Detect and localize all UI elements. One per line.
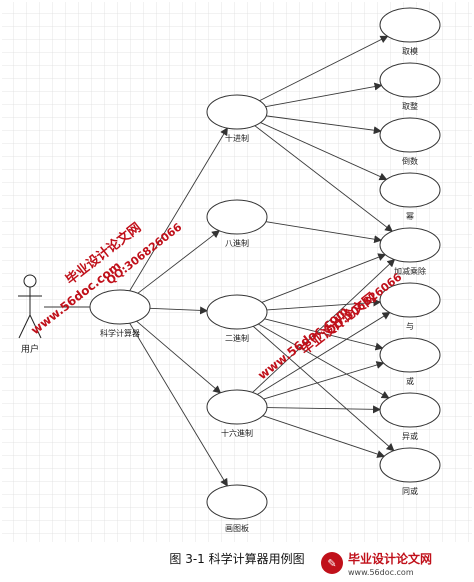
十六進制-to-与-link <box>257 312 391 395</box>
mode-node-2-ellipse <box>206 294 268 330</box>
operation-node-4-label: 加减乘除 <box>394 266 426 276</box>
actor-figure: 用户 <box>18 274 42 355</box>
system-to-十进制-link <box>129 127 228 292</box>
十六進制-to-同或-link <box>262 415 386 458</box>
system-to-二進制-link <box>149 306 209 315</box>
mode-node-1-label: 八進制 <box>225 238 249 248</box>
operation-node-1-ellipse <box>379 62 441 98</box>
system-to-画图板-link <box>129 322 228 487</box>
operation-node-4-ellipse <box>379 227 441 263</box>
operation-node-5-ellipse <box>379 282 441 318</box>
actor-head <box>23 274 37 288</box>
mode-node-1-ellipse <box>206 199 268 235</box>
operation-node-3-ellipse <box>379 172 441 208</box>
mode-node-0-label: 十进制 <box>225 133 249 143</box>
actor-left-leg <box>18 314 31 339</box>
logo-url: www.56doc.com <box>348 568 414 577</box>
system-to-八進制-link <box>137 230 220 294</box>
十进制-to-倒数-link <box>266 115 382 135</box>
svg-text:✎: ✎ <box>327 557 336 570</box>
mode-node-3-ellipse <box>206 389 268 425</box>
system-to-十六進制-link <box>136 320 222 394</box>
十六進制-to-加减乘除-link <box>252 258 396 393</box>
operation-node-0-label: 取模 <box>402 46 418 56</box>
connector-lines <box>44 35 396 487</box>
operation-node-8-ellipse <box>379 447 441 483</box>
十进制-to-加减乘除-link <box>254 125 393 232</box>
mode-node-2-label: 二進制 <box>225 333 249 343</box>
operation-node-3-label: 幂 <box>406 212 414 221</box>
二進制-to-异或-link <box>257 323 390 399</box>
figure-caption: 图 3-1 科学计算器用例图 <box>169 552 305 566</box>
十六進制-to-或-link <box>263 361 385 400</box>
actor-label: 用户 <box>21 343 39 355</box>
operation-node-6-ellipse <box>379 337 441 373</box>
operation-node-6-label: 或 <box>406 376 414 386</box>
operation-node-1-label: 取整 <box>402 101 418 111</box>
system-node-ellipse <box>89 289 151 325</box>
十进制-to-取整-link <box>265 82 383 108</box>
二進制-to-加减乘除-link <box>261 253 387 303</box>
mode-node-3-label: 十六進制 <box>221 428 253 438</box>
operation-node-7-label: 异或 <box>402 431 418 441</box>
operation-node-5-label: 与 <box>406 322 414 331</box>
operation-node-7-ellipse <box>379 392 441 428</box>
site-logo: ✎ 毕业设计论文网 www.56doc.com <box>321 551 432 577</box>
十六進制-to-异或-link <box>266 405 382 414</box>
二進制-to-与-link <box>266 298 382 311</box>
二進制-to-或-link <box>264 318 384 351</box>
system-node-label: 科学计算器 <box>100 328 140 338</box>
actor-right-leg <box>29 314 42 339</box>
operation-node-0-ellipse <box>379 7 441 43</box>
operation-node-8-label: 同或 <box>402 486 418 496</box>
十进制-to-取模-link <box>259 35 389 102</box>
二進制-to-同或-link <box>252 325 395 452</box>
mode-node-0-ellipse <box>206 94 268 130</box>
mode-node-4-ellipse <box>206 484 268 520</box>
十进制-to-幂-link <box>260 122 388 181</box>
mode-node-4-label: 画图板 <box>225 523 249 533</box>
八進制-to-加减乘除-link <box>265 221 383 244</box>
operation-node-2-ellipse <box>379 117 441 153</box>
operation-node-2-label: 倒数 <box>402 156 418 166</box>
logo-title: 毕业设计论文网 <box>348 551 432 566</box>
